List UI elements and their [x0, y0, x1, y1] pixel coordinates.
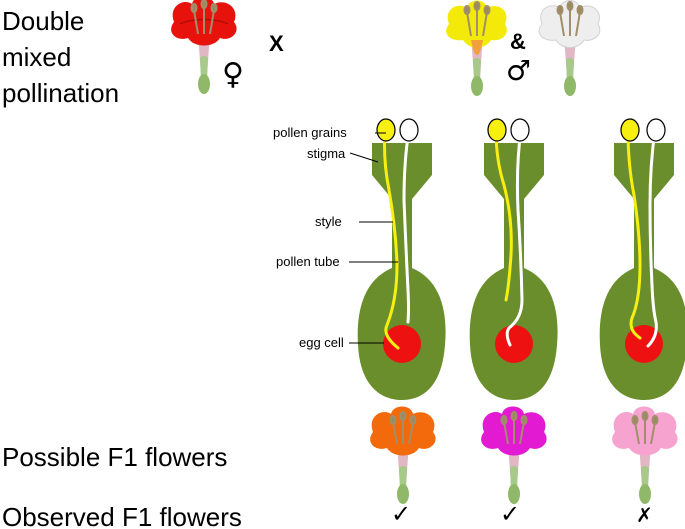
- pollen-grain-yellow-1: [376, 118, 396, 142]
- male-symbol: ♂: [506, 54, 532, 87]
- observed-mark-2: ✓: [500, 500, 521, 528]
- pistil-1: [357, 118, 446, 400]
- male-parent-flower-yellow: [446, 0, 507, 96]
- title-line-1: Double: [2, 6, 85, 36]
- title-line-2: mixed: [2, 42, 72, 72]
- male-parent-flower-white: [538, 0, 601, 96]
- label-egg-cell: egg cell: [299, 335, 344, 350]
- pollen-grain-yellow-2: [487, 118, 507, 142]
- pistil-3: [599, 118, 685, 400]
- f1-flower-magenta: [481, 406, 547, 504]
- observed-mark-1: ✓: [391, 500, 412, 528]
- f1-flower-pink: [612, 406, 678, 504]
- and-symbol: &: [510, 29, 526, 54]
- possible-f1-flowers-label: Possible F1 flowers: [2, 442, 228, 472]
- label-pollen-tube: pollen tube: [276, 254, 340, 269]
- title-line-3: pollination: [2, 78, 120, 108]
- egg-cell-1: [383, 325, 421, 363]
- pollen-grain-white-3: [646, 118, 666, 142]
- pistil-2: [469, 118, 558, 400]
- label-pollen-grains: pollen grains: [273, 125, 347, 140]
- observed-mark-3: ✗: [636, 503, 653, 527]
- egg-cell-2: [495, 325, 533, 363]
- female-parent-flower: [171, 0, 237, 94]
- label-style: style: [315, 214, 342, 229]
- label-stigma: stigma: [307, 146, 346, 161]
- pollen-grain-yellow-3: [620, 118, 640, 142]
- pollen-grain-white-1: [399, 118, 419, 142]
- observed-f1-flowers-label: Observed F1 flowers: [2, 502, 242, 529]
- f1-flower-orange: [370, 406, 436, 504]
- pollen-grain-white-2: [510, 118, 530, 142]
- female-symbol: ♀: [222, 57, 244, 92]
- cross-symbol: X: [269, 31, 284, 56]
- label-leader-lines: [349, 132, 398, 344]
